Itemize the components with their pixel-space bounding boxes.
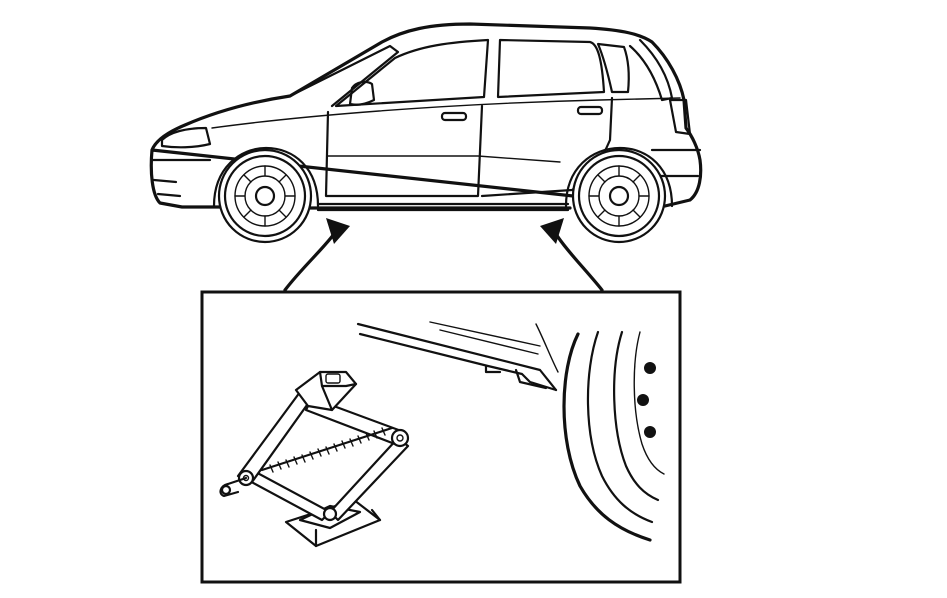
lug-nut-bottom <box>644 426 656 438</box>
tail-lamp <box>668 98 692 136</box>
quarter-window <box>596 42 630 94</box>
door-molding <box>327 155 561 163</box>
tire-closeup <box>562 330 665 542</box>
rear-wheel-arch <box>564 146 674 208</box>
jack-drive-eye <box>219 476 248 498</box>
rear-jack-point-arrow <box>540 218 604 292</box>
scissor-jack <box>219 370 410 548</box>
windshield <box>290 44 400 108</box>
lug-nut-middle <box>637 394 649 406</box>
side-mirror <box>348 80 376 106</box>
car-body-outline <box>149 22 703 210</box>
rocker-panel-closeup <box>356 321 559 392</box>
front-window <box>334 38 490 108</box>
jack-screw-thread <box>269 427 386 473</box>
rear-wheel <box>571 148 667 244</box>
front-jack-point-arrow <box>283 218 350 292</box>
rocker-panel <box>316 202 570 212</box>
detail-inset-panel <box>200 290 682 584</box>
front-wheel-arch <box>212 146 320 208</box>
front-wheel <box>217 148 313 244</box>
headlamp <box>160 126 212 149</box>
hatchback-car <box>149 22 703 244</box>
front-door <box>324 104 484 198</box>
lug-nut-top <box>644 362 656 374</box>
front-bumper <box>150 158 212 198</box>
rear-door-window <box>496 38 606 99</box>
front-door-handle <box>440 111 468 122</box>
rear-door-handle <box>576 105 604 116</box>
body-crease <box>211 97 681 129</box>
rear-pillar <box>628 38 674 102</box>
